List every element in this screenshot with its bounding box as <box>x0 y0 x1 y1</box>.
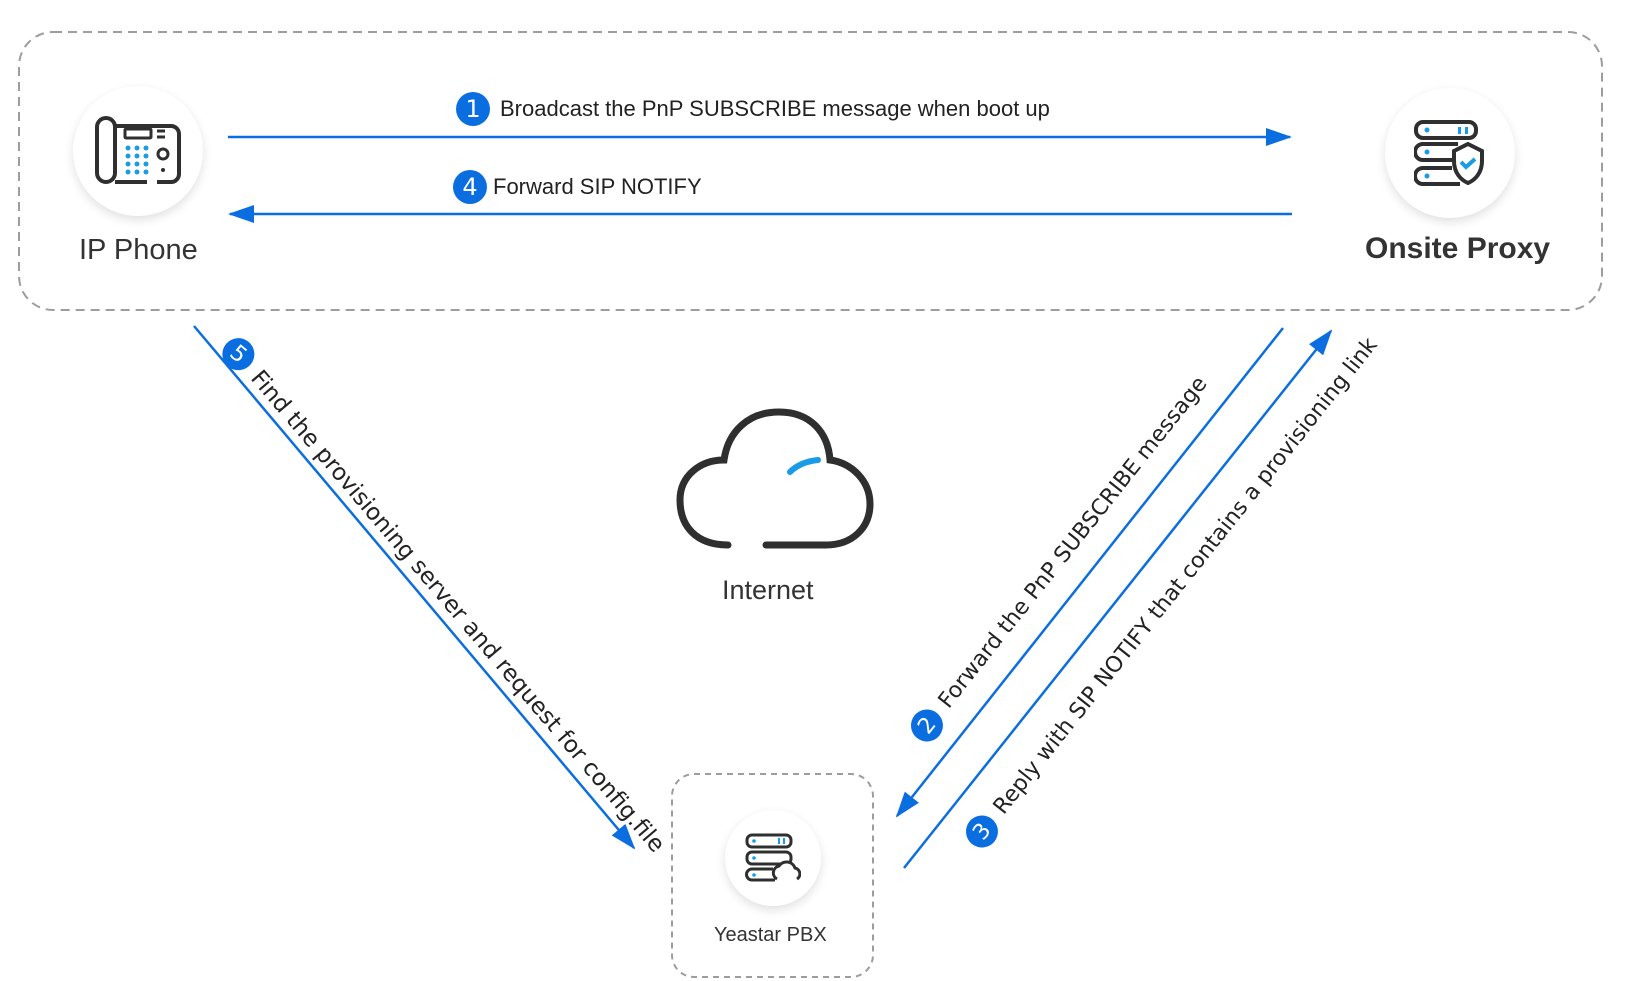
arrow-step-3 <box>903 329 1333 869</box>
step-badge: 4 <box>453 170 487 204</box>
onsite-proxy-node[interactable] <box>1385 88 1515 218</box>
step-1-label: 1 Broadcast the PnP SUBSCRIBE message wh… <box>456 92 1050 126</box>
step-text: Broadcast the PnP SUBSCRIBE message when… <box>500 96 1050 121</box>
step-badge: 1 <box>456 92 490 126</box>
internet-node[interactable] <box>676 408 876 558</box>
pbx-boundary <box>671 773 874 978</box>
local-network-boundary <box>18 31 1603 311</box>
yeastar-pbx-node[interactable] <box>725 810 821 906</box>
internet-label: Internet <box>722 575 814 605</box>
desk-phone-icon <box>95 116 181 184</box>
step-4-label: 4 Forward SIP NOTIFY <box>453 170 702 204</box>
ip-phone-label: IP Phone <box>79 234 198 266</box>
arrow-step-5 <box>193 325 636 850</box>
arrow-step-2 <box>895 327 1284 818</box>
server-shield-icon <box>1414 120 1484 186</box>
step-text: Forward SIP NOTIFY <box>493 174 702 199</box>
onsite-proxy-label: Onsite Proxy <box>1365 232 1551 265</box>
yeastar-pbx-label: Yeastar PBX <box>714 924 827 946</box>
ip-phone-node[interactable] <box>73 86 203 216</box>
server-cloud-icon <box>745 833 801 882</box>
cloud-icon <box>676 408 874 549</box>
